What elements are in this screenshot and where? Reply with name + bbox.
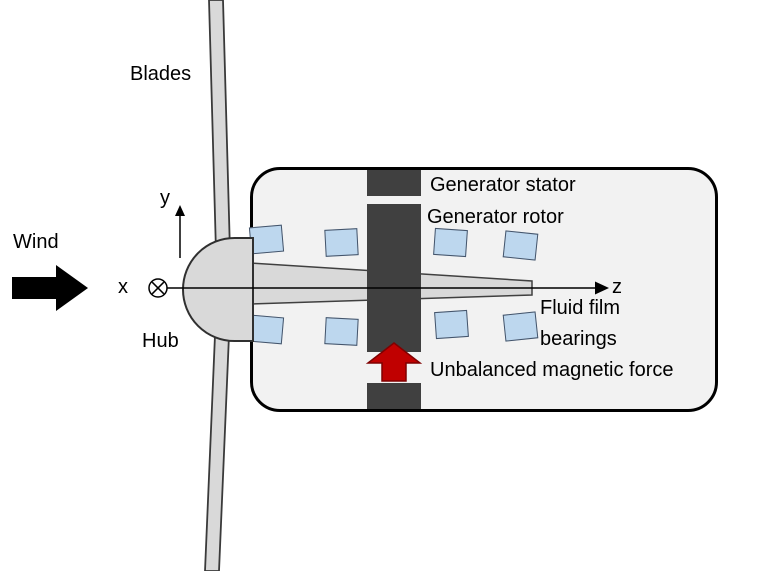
bearing-pad [248,224,285,255]
generator-stator-label: Generator stator [430,174,576,196]
bearing-pad [324,317,359,346]
wind-label: Wind [13,231,59,253]
bearing-pad [324,228,359,257]
blades-label: Blades [130,63,192,85]
z-axis-label: z [612,276,622,298]
fluid-film-label-line1: Fluid film [540,297,621,319]
bearing-pad [433,227,468,258]
generator-stator-top [367,170,421,196]
hub-shape [182,237,254,342]
bearing-pad [248,314,285,345]
x-into-page-icon [148,278,168,298]
x-axis-label: x [118,276,128,298]
bearing-pad [502,230,539,261]
x-into-page-cross [151,281,165,295]
unbalanced-magnetic-force-label: Unbalanced magnetic force [430,359,674,381]
wind-arrow-icon [12,265,88,311]
bearing-pad [434,309,469,340]
bearing-pad [502,311,539,342]
generator-stator-bottom [367,383,421,409]
hub-label: Hub [142,330,179,352]
fluid-film-label-line2: bearings [540,328,617,350]
generator-rotor-label: Generator rotor [427,206,564,228]
x-into-page-cross [151,281,165,295]
generator-rotor-block [367,204,421,352]
y-axis-arrowhead-icon [175,205,185,216]
y-axis-label: y [160,187,170,209]
